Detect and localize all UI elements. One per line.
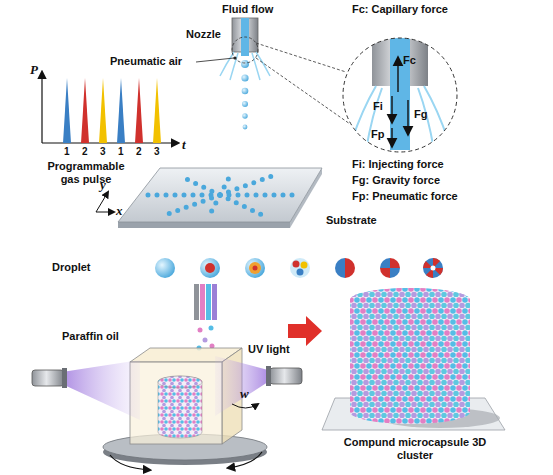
force-symbol: Fp: [371, 128, 384, 141]
result-label: Compund microcapsule 3D cluster: [340, 436, 490, 462]
axis-label: t: [182, 137, 186, 153]
force-legend: Fi: Injecting force: [352, 158, 444, 171]
pulse-number: 1: [118, 146, 124, 158]
part-label: Pneumatic air: [110, 55, 182, 68]
row-label: Droplet: [52, 261, 91, 274]
force-symbol: Fc: [403, 54, 416, 67]
pulse-number: 3: [100, 146, 106, 158]
rotation-symbol: w: [240, 386, 249, 402]
force-symbol: Fi: [373, 100, 383, 113]
force-symbol: Fg: [414, 108, 427, 121]
part-label: Nozzle: [186, 28, 221, 41]
axis-label: y: [100, 177, 106, 193]
pulse-number: 1: [64, 146, 70, 158]
part-label: Paraffin oil: [62, 330, 119, 343]
force-legend: Fp: Pneumatic force: [352, 190, 458, 203]
force-legend: Fg: Gravity force: [352, 174, 440, 187]
pulse-number: 2: [82, 146, 88, 158]
axis-label: P: [30, 62, 38, 78]
pulse-number: 2: [136, 146, 142, 158]
axis-label: x: [116, 203, 123, 219]
part-label: UV light: [248, 343, 290, 356]
part-label: Substrate: [326, 214, 377, 227]
force-legend: Fc: Capillary force: [352, 3, 448, 16]
chart-caption: Programmable gas pulse: [40, 160, 132, 186]
flow-label: Fluid flow: [222, 3, 273, 16]
pulse-number: 3: [154, 146, 160, 158]
